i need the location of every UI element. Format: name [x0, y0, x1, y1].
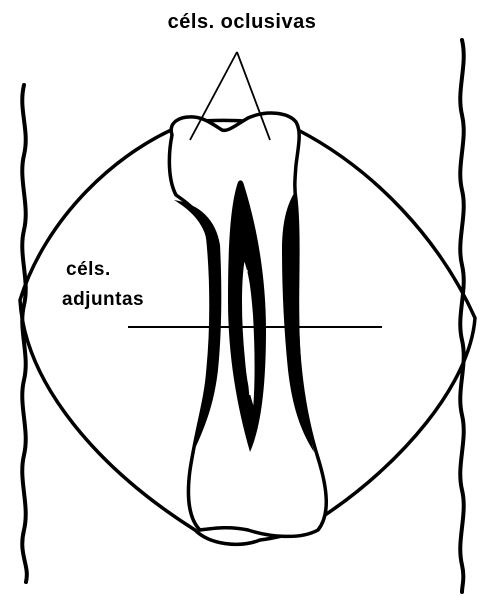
- label-adjunct-cells-line1: céls.: [66, 259, 111, 280]
- right-cell-wall: [460, 40, 463, 592]
- label-adjunct-cells-line2: adjuntas: [62, 289, 144, 310]
- label-occluding-cells: céls. oclusivas: [168, 11, 317, 33]
